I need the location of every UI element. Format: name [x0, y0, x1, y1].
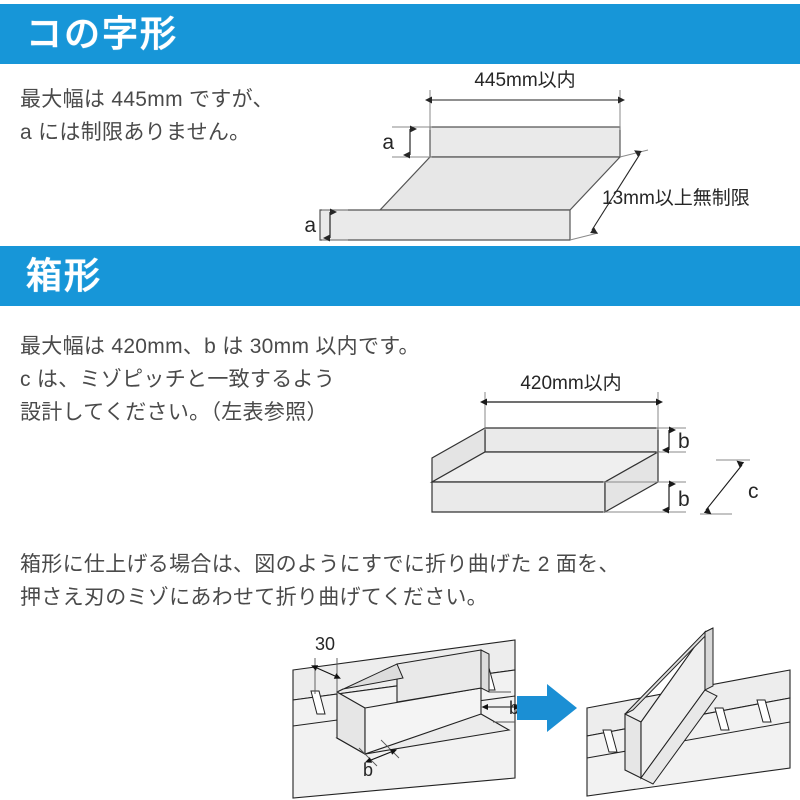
label-c-depth: c — [748, 480, 759, 503]
box-front-wall — [431, 481, 606, 513]
label-width-420: 420mm以内 — [520, 372, 621, 394]
section-body-channel: 最大幅は 445mm ですが、 a には制限ありません。 — [20, 88, 274, 144]
label-a-lower: a — [304, 214, 316, 237]
label-press-b-right: b — [509, 698, 519, 718]
dimension-a-lower: a — [304, 208, 348, 242]
label-depth-13: 13mm以上無制限 — [602, 187, 750, 209]
section-header-box: 箱形 — [0, 246, 800, 306]
channel-back-slab — [429, 126, 621, 158]
dimension-depth-13: 13mm以上無制限 — [569, 149, 750, 241]
section-header-channel: コの字形 — [0, 4, 800, 64]
process-arrow-right — [517, 684, 577, 732]
label-b-lower: b — [678, 488, 690, 511]
dimension-c-depth: c — [700, 459, 759, 515]
dimension-b-lower: b — [603, 480, 690, 514]
section-title-channel: コの字形 — [26, 13, 179, 54]
dimension-press-b-front: b — [358, 739, 400, 780]
box-back-wall — [484, 427, 659, 453]
footer-body-text: 箱形に仕上げる場合は、図のようにすでに折り曲げた 2 面を、 押さえ刃のミゾにあ… — [20, 553, 620, 609]
section-title-box: 箱形 — [26, 255, 103, 296]
dimension-b-upper: b — [656, 426, 690, 454]
dimension-groove-30: 30 — [311, 634, 341, 694]
dimension-press-b-right: b — [481, 691, 521, 723]
channel-shape-diagram: 445mm以内 a a 13mm以上無制限 — [304, 69, 800, 242]
label-a-upper: a — [382, 131, 394, 154]
label-width-445: 445mm以内 — [474, 69, 575, 91]
section-body-box: 最大幅は 420mm、b は 30mm 以内です。 c は、ミゾピッチと一致する… — [20, 335, 420, 424]
channel-front-slab — [319, 209, 571, 241]
press-right-scene — [586, 627, 791, 797]
press-left-scene: 30 b b — [292, 634, 521, 799]
dimension-width-445: 445mm以内 — [425, 69, 625, 130]
press-brake-groove-diagram: 30 b b — [285, 618, 800, 800]
label-press-b-front: b — [363, 760, 373, 780]
dimension-a-upper: a — [382, 125, 432, 159]
channel-web — [378, 156, 622, 211]
label-b-upper: b — [678, 430, 690, 453]
label-groove-30: 30 — [315, 634, 335, 654]
box-shape-diagram: 420mm以内 b b c — [420, 370, 800, 530]
dimension-width-420: 420mm以内 — [480, 372, 663, 430]
